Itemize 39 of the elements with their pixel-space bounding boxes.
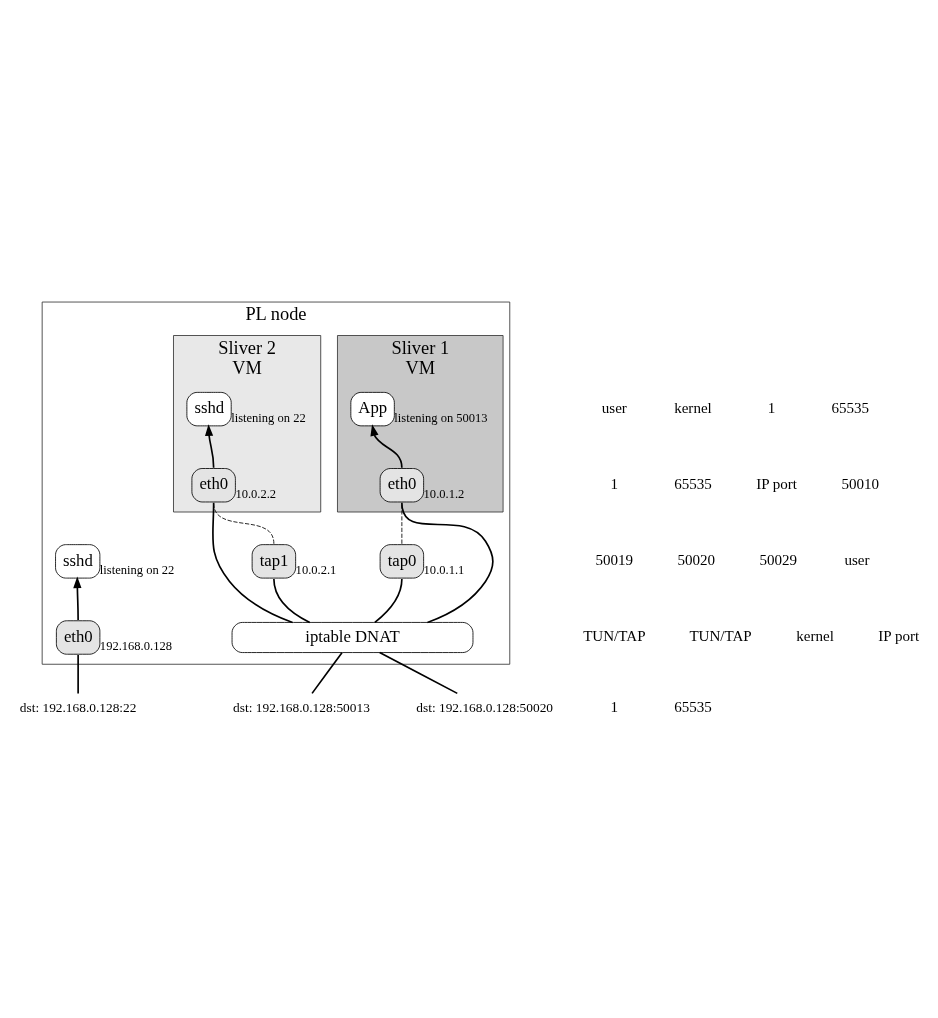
node-label: 10.0.1.2 xyxy=(423,486,465,501)
label: TUN/TAP xyxy=(583,627,646,644)
label: kernel xyxy=(796,627,834,644)
label: 50019 xyxy=(595,551,634,568)
node-box: iptable DNAT xyxy=(231,621,474,653)
connector xyxy=(378,651,459,694)
label: 1 xyxy=(767,399,776,416)
node-label: 10.0.1.1 xyxy=(423,562,465,577)
node-label: 10.0.2.1 xyxy=(295,562,337,577)
connector xyxy=(273,577,311,623)
node-label: 10.0.2.2 xyxy=(235,486,277,501)
node-text: dst: 192.168.0.128:50020 xyxy=(416,699,554,715)
arrow xyxy=(370,423,403,468)
label: 1 xyxy=(610,698,619,715)
node-text: dst: 192.168.0.128:22 xyxy=(19,699,137,715)
label: 65535 xyxy=(674,698,712,715)
label: user xyxy=(844,551,870,568)
connector xyxy=(374,577,403,623)
arrow xyxy=(73,575,82,621)
connector xyxy=(77,653,79,694)
label: kernel xyxy=(674,399,712,416)
label: 65535 xyxy=(831,399,870,416)
node-label: listening on 22 xyxy=(99,562,175,577)
node-label: 192.168.0.128 xyxy=(99,638,172,653)
node-label: listening on 50013 xyxy=(394,410,488,425)
connector xyxy=(311,651,343,694)
label: user xyxy=(601,399,627,416)
connector xyxy=(401,501,494,623)
arrow xyxy=(204,423,215,468)
label: IP port xyxy=(878,627,920,644)
label: IP port xyxy=(756,475,798,492)
label: 50029 xyxy=(759,551,798,568)
label: 50020 xyxy=(677,551,716,568)
label: TUN/TAP xyxy=(689,627,752,644)
label: 65535 xyxy=(674,475,712,492)
node-text: dst: 192.168.0.128:50013 xyxy=(233,699,370,715)
label: 50010 xyxy=(841,475,880,492)
node-label: listening on 22 xyxy=(231,410,306,425)
label: 1 xyxy=(610,475,619,492)
